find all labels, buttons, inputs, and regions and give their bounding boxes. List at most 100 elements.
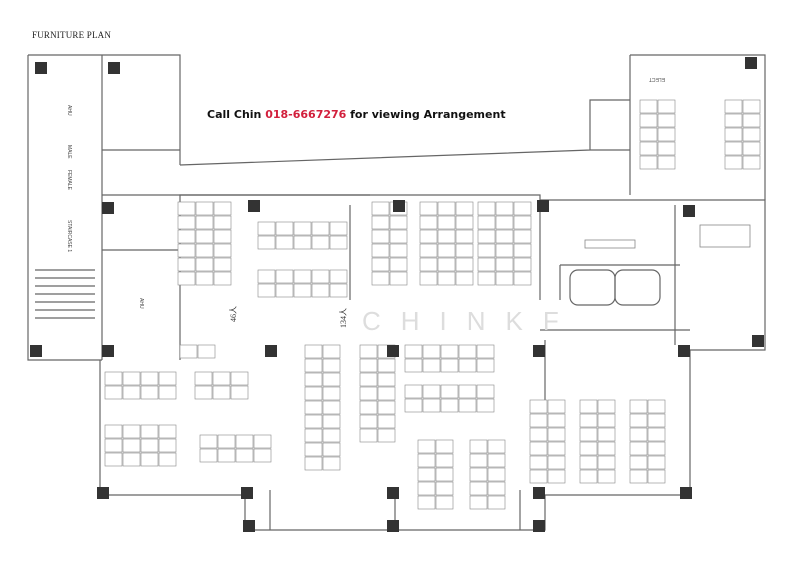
workstation-desk [657,141,676,156]
workstation-desk [213,257,232,272]
workstation-desk [359,372,378,387]
room-label-female: FEMALE [66,170,72,191]
workstation-desk [547,469,566,484]
workstation-desk [304,344,323,359]
workstation-desk [177,229,196,244]
workstation-desk [377,358,396,373]
workstation-desk [371,271,390,286]
workstation-desk [529,469,548,484]
column [248,200,260,212]
workstation-desk [322,456,341,471]
column [265,345,277,357]
workstation-desk [217,434,236,449]
workstation-desk [389,215,408,230]
workstation-desk [377,386,396,401]
workstation-desk [455,271,474,286]
workstation-desk [547,413,566,428]
workstation-desk [199,448,218,463]
workstation-desk [140,452,159,467]
workstation-desk [359,344,378,359]
workstation-desk [311,235,330,250]
plan-title: FURNITURE PLAN [32,30,112,40]
workstation-desk [529,455,548,470]
workstation-desk [458,384,477,399]
workstation-desk [177,243,196,258]
workstation-desk [629,427,648,442]
workstation-desk [389,257,408,272]
workstation-desk [440,358,459,373]
workstation-desk [213,271,232,286]
workstation-desk [629,469,648,484]
workstation-desk [371,215,390,230]
workstation-desk [359,428,378,443]
workstation-desk [513,215,532,230]
workstation-desk [213,229,232,244]
workstation-desk [158,438,177,453]
workstation-desk [469,453,488,468]
workstation-desk [419,243,438,258]
workstation-desk [513,229,532,244]
workstation-desk [657,127,676,142]
capacity-label-main: 134人 [339,308,348,328]
stair-steps [35,269,95,319]
workstation-desk [322,358,341,373]
meeting-room-right [614,269,661,306]
workstation-desk [293,221,312,236]
workstation-desk [140,438,159,453]
workstation-desk [597,455,616,470]
workstation-desk [275,269,294,284]
workstation-desk [495,201,514,216]
column [678,345,690,357]
workstation-desk [435,467,454,482]
workstation-desk [529,413,548,428]
workstation-desk [404,344,423,359]
workstation-desk [458,398,477,413]
workstation-desk [304,456,323,471]
right-wing-wall [629,54,766,200]
workstation-desk [140,424,159,439]
workstation-desk [440,344,459,359]
workstation-desk [529,427,548,442]
workstation-desk [495,215,514,230]
workstation-desk [329,269,348,284]
workstation-desk [495,229,514,244]
workstation-desk [476,358,495,373]
workstation-desk [311,283,330,298]
workstation-desk [469,481,488,496]
corridor-wall [179,99,630,196]
workstation-desk [529,399,548,414]
workstation-desk [195,229,214,244]
workstation-desk [253,448,272,463]
workstation-desk [477,271,496,286]
room-label-male: MALE [66,145,72,159]
workstation-desk [647,427,666,442]
meeting-table [699,224,751,248]
workstation-desk [495,257,514,272]
workstation-desk [371,229,390,244]
workstation-desk [359,400,378,415]
workstation-desk [469,467,488,482]
workstation-desk [194,371,213,386]
workstation-desk [579,455,598,470]
workstation-desk [417,467,436,482]
workstation-desk [422,344,441,359]
workstation-desk [177,215,196,230]
workstation-desk [359,358,378,373]
workstation-desk [212,371,231,386]
workstation-desk [469,439,488,454]
workstation-desk [639,127,658,142]
workstation-desk [213,201,232,216]
workstation-desk [322,344,341,359]
workstation-desk [547,455,566,470]
workstation-desk [487,439,506,454]
phone-number[interactable]: 018-6667276 [265,108,347,121]
workstation-desk [437,257,456,272]
workstation-desk [419,257,438,272]
workstation-desk [458,358,477,373]
workstation-desk [469,495,488,510]
workstation-desk [122,371,141,386]
workstation-desk [742,155,761,170]
workstation-desk [257,269,276,284]
workstation-desk [329,283,348,298]
workstation-desk [422,358,441,373]
